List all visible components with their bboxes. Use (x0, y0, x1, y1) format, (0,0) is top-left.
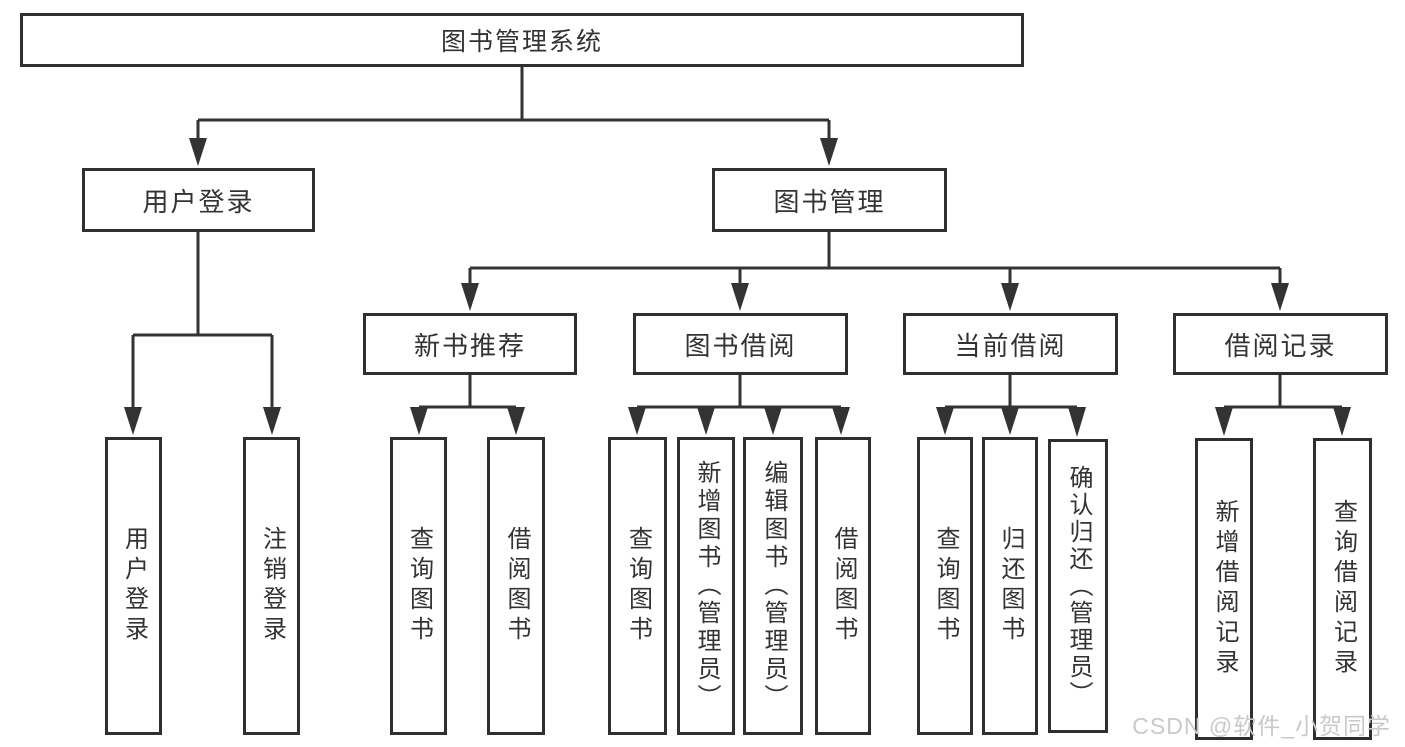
leaf-user-login: 用户登录 (105, 437, 162, 735)
node-borrow-record: 借阅记录 (1173, 313, 1388, 375)
leaf-query-book-1: 查询图书 (390, 437, 447, 735)
arrowheads (124, 138, 1351, 437)
watermark: CSDN @软件_小贺同学 (1132, 713, 1391, 739)
leaf-return-book: 归还图书 (982, 437, 1038, 735)
node-root: 图书管理系统 (20, 13, 1024, 67)
leaf-edit-book-admin: 编辑图书（管理员） (743, 437, 803, 735)
node-book-management: 图书管理 (712, 168, 947, 232)
leaf-borrow-book-2: 借阅图书 (815, 437, 871, 735)
leaf-add-borrow-record: 新增借阅记录 (1195, 438, 1253, 740)
node-book-borrow: 图书借阅 (633, 313, 848, 375)
leaf-query-book-3: 查询图书 (917, 437, 973, 735)
leaf-borrow-book-1: 借阅图书 (487, 437, 545, 735)
connector-borrow-record (1222, 375, 1344, 415)
node-new-book-recommend: 新书推荐 (363, 313, 577, 375)
connector-root (196, 67, 831, 145)
leaf-query-book-2: 查询图书 (608, 437, 667, 735)
node-current-borrow: 当前借阅 (903, 313, 1118, 375)
leaf-logout: 注销登录 (243, 437, 300, 735)
connector-book-borrow (635, 375, 843, 415)
leaf-add-book-admin: 新增图书（管理员） (677, 437, 735, 735)
connector-user-login (131, 232, 274, 414)
leaf-confirm-return-admin: 确认归还（管理员） (1048, 439, 1108, 733)
node-user-login: 用户登录 (82, 168, 315, 232)
connector-book-mgmt (468, 232, 1282, 290)
connector-new-book (417, 375, 518, 415)
leaf-query-borrow-record: 查询借阅记录 (1313, 438, 1372, 740)
